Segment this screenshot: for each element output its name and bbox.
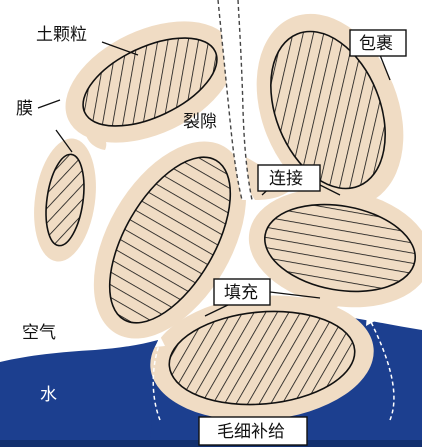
fissure-edge-left — [217, 0, 243, 201]
fissure-crack — [218, 0, 252, 200]
capillary-supply-label-box — [198, 416, 308, 446]
connection-label: 连接 — [269, 169, 303, 189]
water-label: 水 — [40, 385, 57, 405]
air-label: 空气 — [22, 323, 56, 343]
soil-particle-middle-right — [264, 203, 416, 293]
soil-particle-top-left — [82, 37, 218, 127]
capillary-arrows — [152, 314, 395, 421]
soil-particle-bottom — [168, 310, 356, 406]
soil-particle-label: 土颗粒 — [36, 25, 87, 45]
filling-label: 填充 — [224, 283, 258, 303]
soil-particle-top-right — [270, 30, 386, 190]
fissure-label: 裂隙 — [183, 112, 217, 132]
capillary-supply-label: 毛细补给 — [217, 422, 285, 442]
wrapping-label: 包裹 — [359, 34, 393, 54]
filling-label-box — [213, 278, 271, 306]
water-body — [0, 340, 165, 447]
membrane-label: 膜 — [16, 99, 33, 119]
soil-particles — [45, 30, 416, 406]
soil-particle-middle-left — [108, 156, 232, 324]
fissure-edge-right — [237, 0, 253, 201]
connection-label-box — [257, 164, 321, 192]
wrapping-label-box — [349, 29, 407, 57]
soil-particle-small-left — [45, 153, 85, 247]
